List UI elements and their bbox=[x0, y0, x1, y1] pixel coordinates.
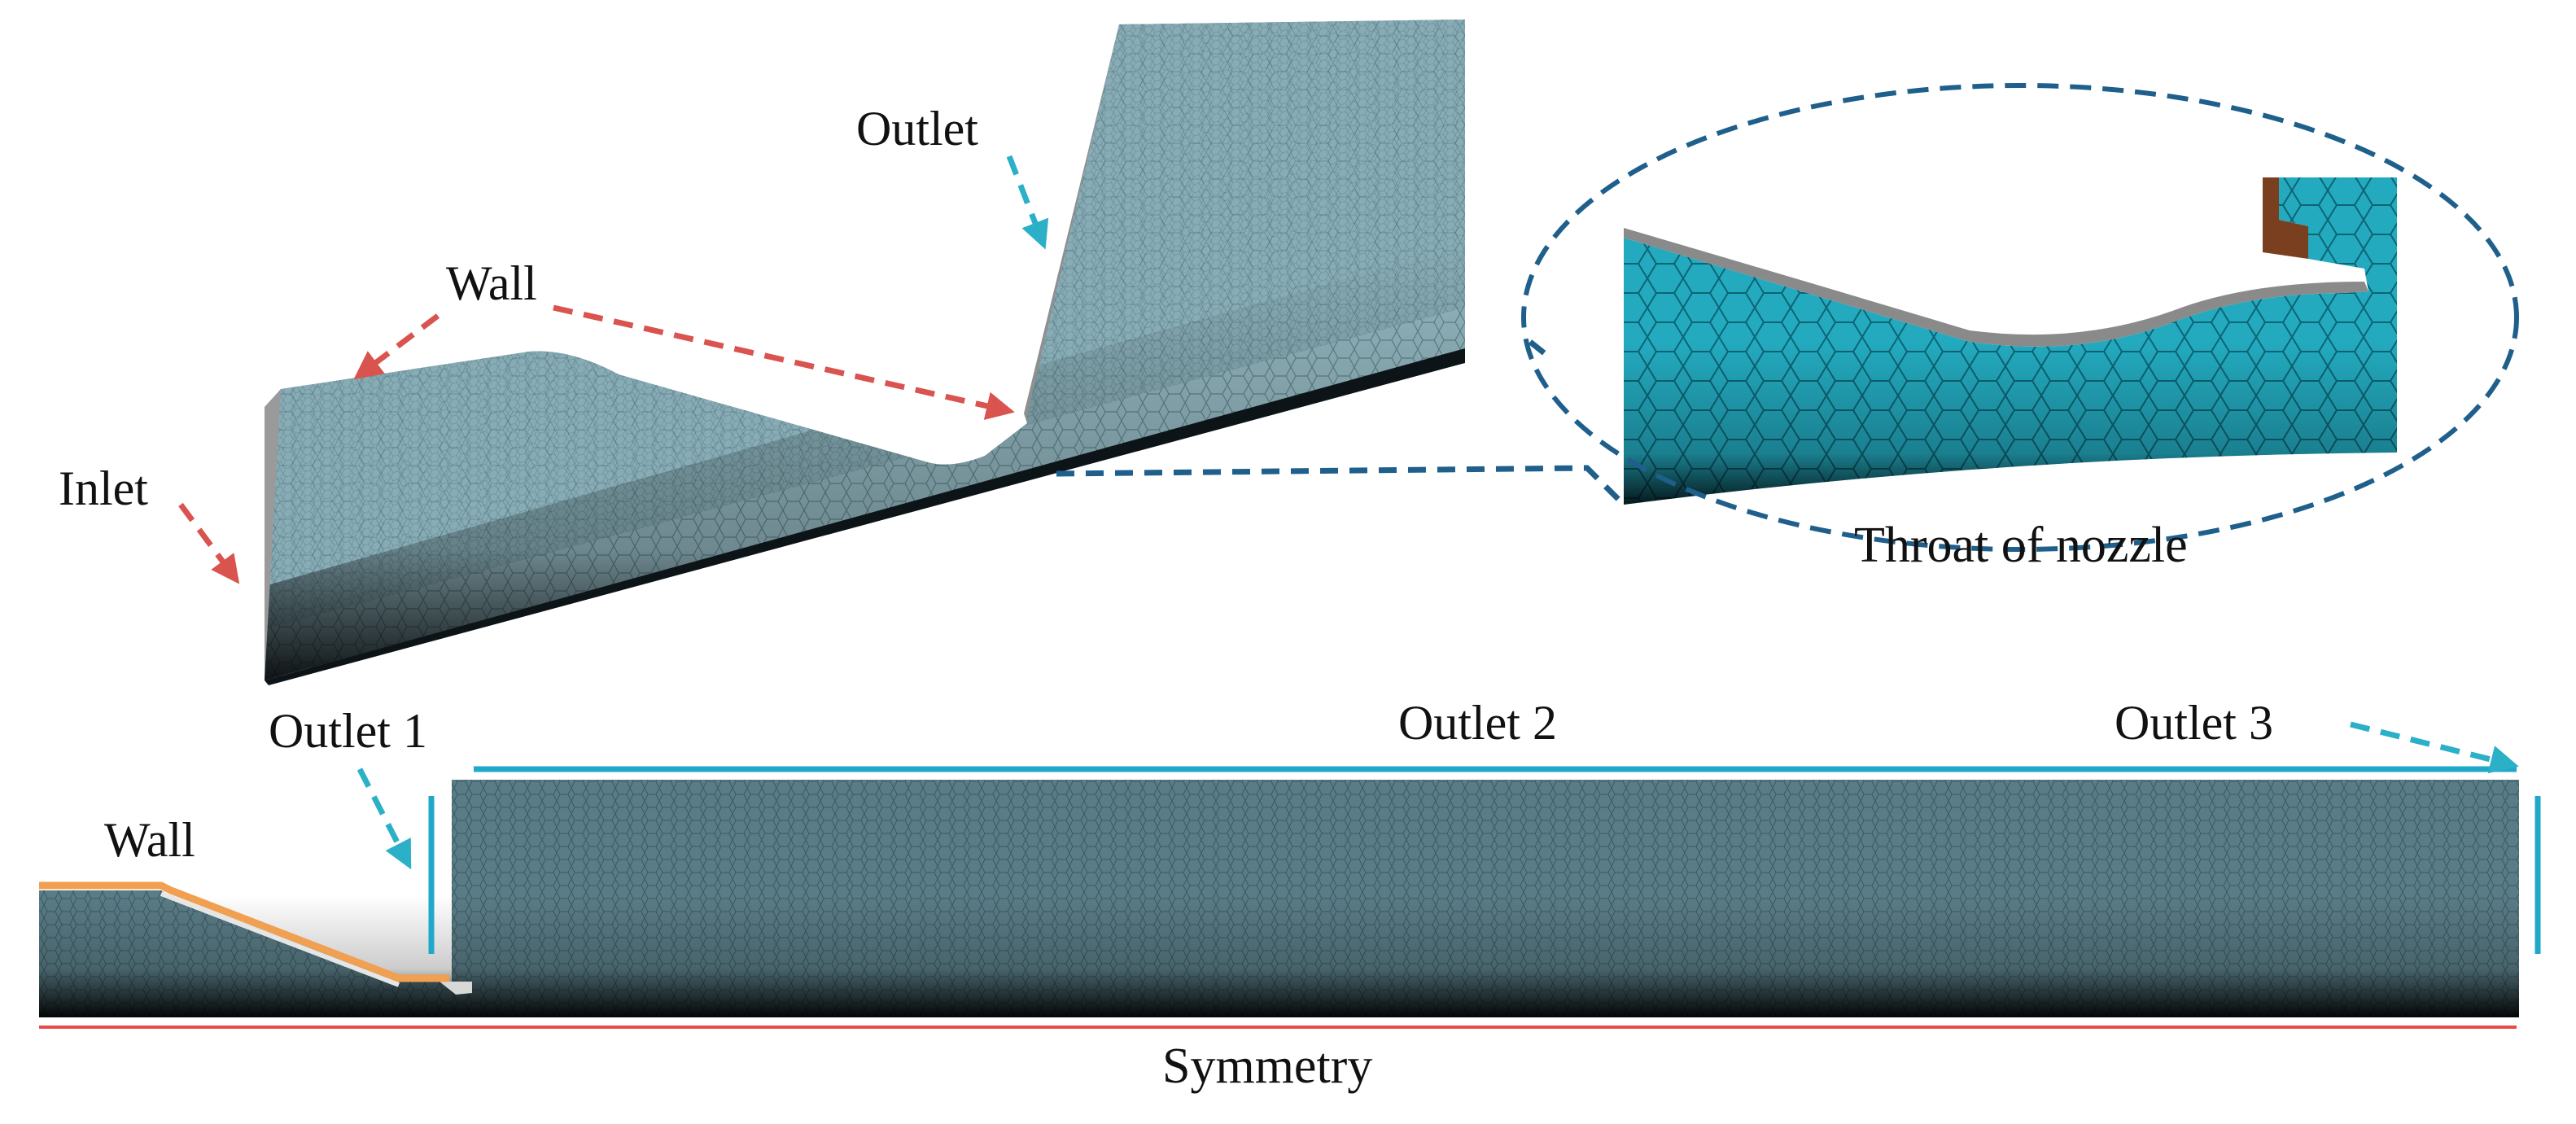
outlet-label: Outlet bbox=[856, 102, 978, 155]
outlet1-label: Outlet 1 bbox=[269, 704, 427, 758]
inlet-label: Inlet bbox=[59, 461, 148, 515]
outlet-arrow bbox=[1006, 155, 1049, 250]
inlet-arrow bbox=[178, 502, 240, 584]
long-domain-mesh bbox=[39, 780, 2519, 1017]
zoom-connector bbox=[1056, 339, 1626, 507]
wall-label-top: Wall bbox=[446, 256, 537, 310]
wall-label-bottom: Wall bbox=[104, 813, 195, 867]
symmetry-label: Symmetry bbox=[1162, 1039, 1372, 1094]
wall-line-bottom bbox=[39, 881, 449, 982]
throat-label: Throat of nozzle bbox=[1854, 518, 2188, 573]
outlet3-arrow bbox=[2350, 721, 2519, 774]
wall-arrow-right bbox=[553, 304, 1015, 420]
zoom-wall-gray bbox=[1624, 228, 2368, 347]
outlet2-label: Outlet 2 bbox=[1398, 696, 1557, 750]
outlet3-label: Outlet 3 bbox=[2115, 696, 2273, 750]
zoom-ellipse bbox=[1521, 83, 2519, 552]
throat-zoom bbox=[1521, 83, 2519, 552]
wall-arrow-left bbox=[353, 313, 440, 380]
outlet1-arrow bbox=[356, 768, 412, 870]
symmetry-edge-top bbox=[265, 348, 1465, 685]
zoom-solid-brown bbox=[2263, 177, 2308, 259]
